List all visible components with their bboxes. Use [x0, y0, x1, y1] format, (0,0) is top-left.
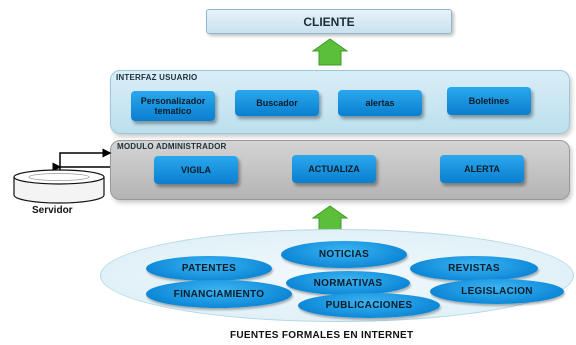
client-label: CLIENTE	[303, 14, 355, 29]
servidor-label: Servidor	[32, 205, 73, 216]
modulo-administrador-title: MODULO ADMINISTRADOR	[117, 142, 227, 151]
normativas-source: NORMATIVAS	[286, 271, 410, 295]
upward-arrow-icon	[312, 38, 348, 66]
database-cylinder-icon	[13, 169, 105, 204]
alerta-button: ALERTA	[440, 155, 524, 183]
patentes-source: PATENTES	[146, 256, 272, 281]
financiamiento-source: FINANCIAMIENTO	[146, 280, 292, 308]
vigila-button: VIGILA	[154, 156, 238, 184]
actualiza-button: ACTUALIZA	[292, 155, 376, 183]
boletines-button: Boletines	[447, 87, 531, 115]
interfaz-usuario-title: INTERFAZ USUARIO	[116, 73, 198, 82]
client-box: CLIENTE	[206, 9, 452, 34]
fuentes-title: FUENTES FORMALES EN INTERNET	[230, 330, 414, 341]
noticias-source: NOTICIAS	[281, 241, 407, 268]
publicaciones-source: PUBLICACIONES	[298, 293, 440, 318]
alertas-button: alertas	[338, 90, 422, 116]
revistas-source: REVISTAS	[410, 256, 538, 281]
legislacion-source: LEGISLACION	[430, 279, 564, 304]
personalizador-tematico-button: Personalizador tematico	[131, 91, 215, 121]
buscador-button: Buscador	[235, 90, 319, 116]
